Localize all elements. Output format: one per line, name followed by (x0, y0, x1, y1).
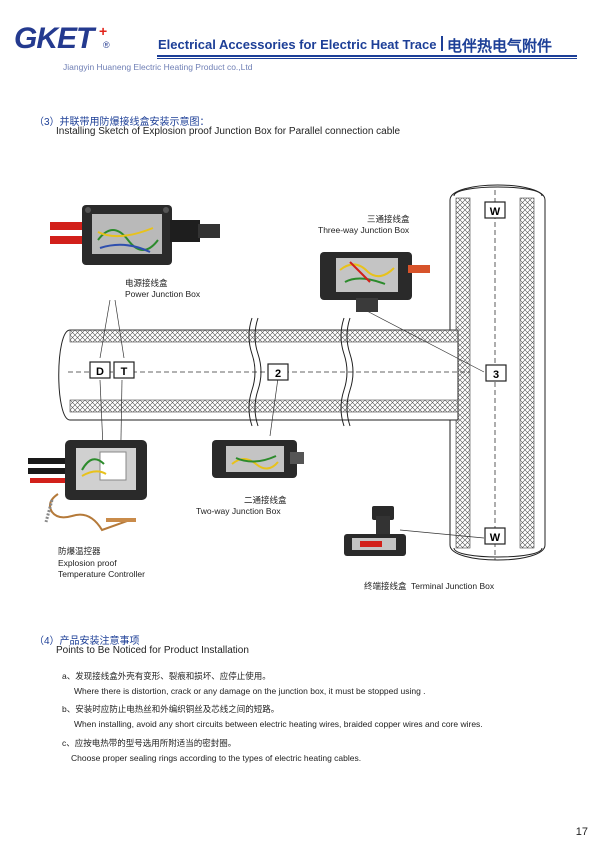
temp-controller-label-en-1: Explosion proof (58, 558, 117, 568)
temp-controller-label-en-2: Temperature Controller (58, 569, 145, 579)
note-c-en: Choose proper sealing rings according to… (71, 753, 362, 763)
three-way-label-cn: 三通接线盒 (367, 214, 410, 224)
registered-mark: ® (103, 40, 110, 50)
temperature-controller-photo (28, 440, 147, 532)
marker-w-top-label: W (490, 206, 501, 218)
company-name: Jiangyin Huaneng Electric Heating Produc… (63, 62, 253, 72)
marker-d-label: D (96, 366, 104, 378)
terminal-box-label-en: Terminal Junction Box (411, 581, 495, 591)
note-a-en: Where there is distortion, crack or any … (74, 686, 426, 696)
header-divider (441, 36, 443, 51)
header-title: Electrical Accessories for Electric Heat… (158, 37, 437, 52)
section3-title-en: Installing Sketch of Explosion proof Jun… (56, 126, 401, 137)
three-way-label-en: Three-way Junction Box (318, 225, 410, 235)
power-junction-box-photo (50, 205, 220, 265)
power-box-label-en: Power Junction Box (125, 289, 201, 299)
marker-w-bottom-label: W (490, 532, 501, 544)
marker-d: D (89, 361, 111, 379)
horizontal-pipe (58, 317, 470, 427)
note-b-en: When installing, avoid any short circuit… (74, 719, 483, 729)
marker-t-label: T (121, 366, 128, 378)
note-a-cn: a、发现接线盒外壳有变形、裂痕和损坏、应停止使用。 (62, 671, 271, 681)
section4-title-cn: （4）产品安装注意事项 (34, 636, 140, 647)
brand-logo: GKET (14, 22, 94, 55)
two-way-label-cn: 二通接线盒 (244, 495, 287, 505)
terminal-junction-box-photo (344, 506, 406, 556)
note-c-cn: c、应按电热带的型号选用所附适当的密封圈。 (62, 738, 237, 748)
header-title-cn: 电伴热电气附件 (447, 38, 553, 55)
header-rule-thin (157, 58, 577, 59)
note-b-cn: b、安装时应防止电热丝和外编织铜丝及芯线之间的短路。 (62, 704, 280, 714)
section4-title-en: Points to Be Noticed for Product Install… (56, 645, 249, 656)
marker-3: 3 (485, 364, 507, 382)
marker-t: T (113, 361, 135, 379)
marker-w-bottom: W (484, 527, 506, 545)
two-way-label-en: Two-way Junction Box (196, 506, 281, 516)
temp-controller-label-cn: 防爆温控器 (58, 546, 101, 556)
marker-3-label: 3 (493, 369, 499, 381)
page-number: 17 (575, 826, 588, 838)
marker-2-label: 2 (275, 368, 281, 380)
section3-title-cn: （3）并联带用防爆接线盒安装示意图： (34, 117, 210, 128)
three-way-junction-box-photo (320, 252, 430, 312)
header-rule (157, 55, 577, 57)
terminal-box-label-cn: 终端接线盒 (364, 581, 407, 591)
marker-2: 2 (267, 363, 289, 381)
logo-cross-mark: + (99, 23, 108, 39)
marker-w-top: W (484, 201, 506, 219)
two-way-junction-box-photo (212, 440, 304, 478)
power-box-label-cn: 电源接线盒 (125, 278, 168, 288)
